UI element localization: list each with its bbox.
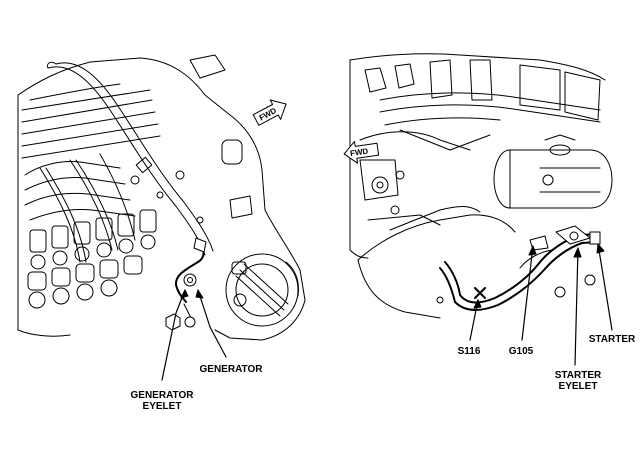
starter-arrow — [596, 243, 605, 254]
starter-eyelet-leader — [574, 247, 579, 366]
generator-eyelet-leader — [161, 289, 186, 381]
s116-label: S116 — [457, 346, 481, 357]
s116-splice — [474, 287, 486, 299]
g105-arrow — [528, 245, 537, 256]
fwd-arrow-right: FWD — [343, 140, 380, 164]
generator-arrow — [195, 289, 204, 299]
starter-leader — [597, 243, 613, 331]
generator-eyelet-label-line2: EYELET — [142, 401, 182, 412]
fwd-label-right: FWD — [350, 147, 370, 158]
starter-cable — [436, 225, 601, 311]
generator — [225, 253, 299, 327]
left-coolant-hose — [47, 61, 214, 256]
generator-eyelet-label-line1: GENERATOR — [130, 390, 194, 401]
g105-leader — [521, 245, 534, 341]
starter-eyelet-arrow — [573, 247, 582, 258]
starter-eyelet-label-line2: EYELET — [558, 381, 598, 392]
left-engine-illustration — [17, 54, 306, 381]
g105-label: G105 — [508, 346, 534, 357]
fwd-arrow-left: FWD — [252, 99, 287, 126]
starter-eyelet-label: STARTER EYELET — [548, 370, 608, 392]
generator-label: GENERATOR — [199, 364, 263, 375]
generator-eyelet-arrow — [180, 289, 189, 299]
s116-arrow — [473, 299, 482, 309]
starter-label: STARTER — [588, 334, 636, 345]
generator-eyelet-label: GENERATOR EYELET — [112, 390, 212, 412]
starter-motor — [493, 134, 613, 209]
generator-leader — [197, 289, 227, 358]
starter-eyelet-label-line1: STARTER — [554, 370, 602, 381]
coil-packs — [27, 209, 157, 309]
right-engine-illustration — [349, 53, 613, 366]
